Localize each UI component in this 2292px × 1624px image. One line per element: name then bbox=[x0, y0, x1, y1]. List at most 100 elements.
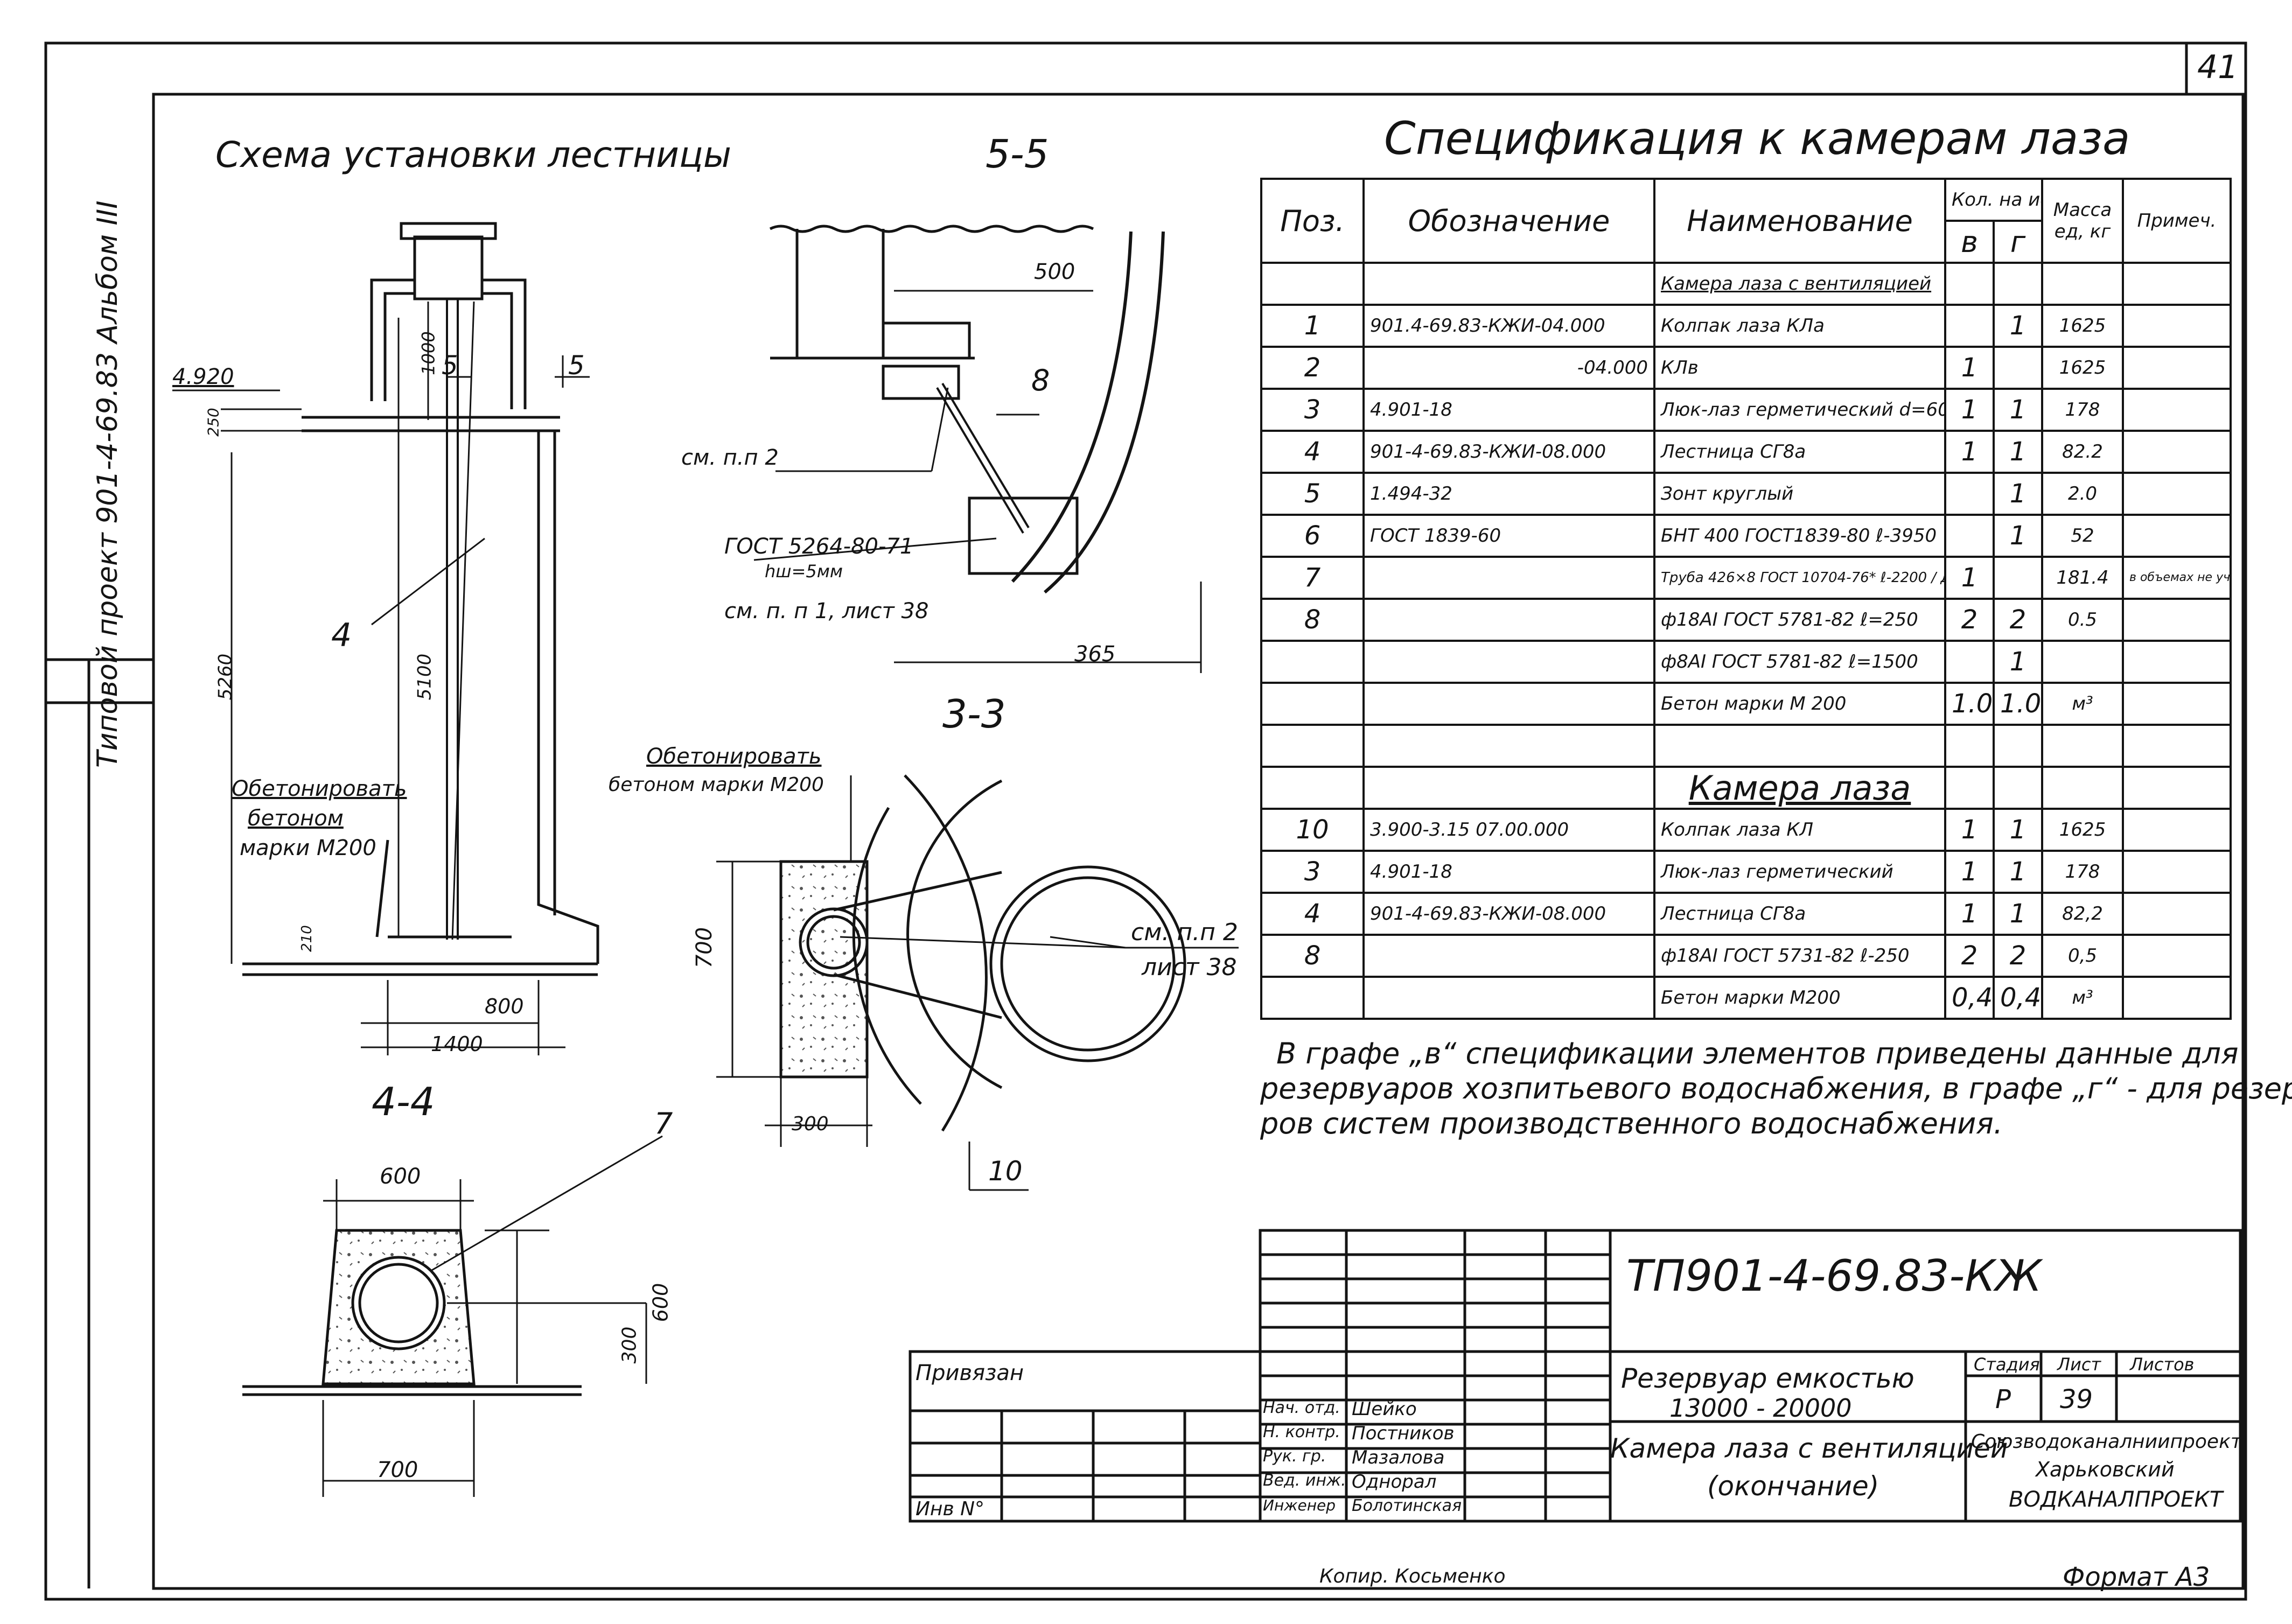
role-2: Н. контр. bbox=[1263, 1423, 1340, 1441]
spec-cell-name: Лестница СГ8а bbox=[1653, 892, 1946, 936]
section-5-5-label-weld: hш=5мм bbox=[765, 561, 843, 582]
scheme-item-label: 4 bbox=[331, 617, 352, 654]
spec-cell-name: ф18АI ГОСТ 5781-82 ℓ=250 bbox=[1653, 598, 1946, 642]
section-3-3-note-line2: бетоном марки М200 bbox=[609, 774, 824, 796]
spec-cell-mass: 1625 bbox=[2041, 808, 2124, 852]
spec-cell-name: ф8АI ГОСТ 5781-82 ℓ=1500 bbox=[1653, 640, 1946, 684]
scheme-level: 4.920 bbox=[172, 365, 234, 389]
scheme-dim-5260: 5260 bbox=[214, 653, 236, 701]
spec-cell-v: 1 bbox=[1944, 850, 1995, 894]
name-4: Однорал bbox=[1352, 1471, 1437, 1493]
scheme-dim-5100: 5100 bbox=[414, 653, 436, 701]
outer-frame bbox=[44, 41, 2247, 1601]
role-5: Инженер bbox=[1263, 1496, 1336, 1514]
spec-cell-des bbox=[1362, 556, 1655, 600]
spec-cell-v bbox=[1944, 640, 1995, 684]
spec-cell-mass: 82.2 bbox=[2041, 430, 2124, 474]
spec-cell-des bbox=[1362, 598, 1655, 642]
section-3-3-label-sheet: лист 38 bbox=[1142, 954, 1237, 981]
scheme-note-line3: марки М200 bbox=[240, 836, 376, 860]
note-line2: резервуаров хозпитьевого водоснабжения, … bbox=[1260, 1072, 2292, 1105]
spec-cell-v: 1 bbox=[1944, 388, 1995, 432]
spec-header-name: Наименование bbox=[1653, 178, 1946, 264]
spec-header-qty-g: г bbox=[1993, 220, 2043, 264]
spec-cell-pos: 3 bbox=[1260, 850, 1365, 894]
spec-cell-pos: 10 bbox=[1260, 808, 1365, 852]
spec-cell-mass: 0.5 bbox=[2041, 598, 2124, 642]
name-1: Шейко bbox=[1352, 1398, 1417, 1420]
spec-cell-g: 1 bbox=[1993, 514, 2043, 558]
spec-cell-g: 1.0 bbox=[1993, 682, 2043, 726]
section-4-4-label-7: 7 bbox=[654, 1107, 673, 1140]
footer-copied: Копир. Косьменко bbox=[1319, 1565, 1506, 1587]
spec-group2-title: Камера лаза bbox=[1653, 766, 1946, 810]
spec-cell-name: Колпак лаза КЛа bbox=[1653, 304, 1946, 348]
section-3-3-label-10: 10 bbox=[988, 1156, 1023, 1187]
section-4-4-dim-bottom: 700 bbox=[377, 1458, 418, 1482]
spec-cell-mass: 181.4 bbox=[2041, 556, 2124, 600]
section-3-3-dim-300: 300 bbox=[792, 1113, 829, 1135]
scheme-dim-210: 210 bbox=[298, 925, 315, 952]
org-line1: Союзводоканалниипроект bbox=[1971, 1431, 2242, 1453]
spec-cell-note bbox=[2122, 514, 2232, 558]
spec-cell-v: 2 bbox=[1944, 934, 1995, 978]
spec-cell-pos bbox=[1260, 682, 1365, 726]
spec-cell-mass: 0,5 bbox=[2041, 934, 2124, 978]
spec-cell-v bbox=[1944, 472, 1995, 516]
spec-empty-row bbox=[1260, 724, 2232, 768]
spec-cell-pos: 7 bbox=[1260, 556, 1365, 600]
spec-row: ф8АI ГОСТ 5781-82 ℓ=1500 1 bbox=[1260, 640, 2232, 684]
section-5-5-label-pp1: см. п. п 1, лист 38 bbox=[724, 599, 929, 624]
spec-cell-v bbox=[1944, 514, 1995, 558]
spec-cell-mass: 1625 bbox=[2041, 346, 2124, 390]
spec-cell-g: 1 bbox=[1993, 850, 2043, 894]
name-5: Болотинская bbox=[1352, 1496, 1462, 1515]
spec-cell-v: 1 bbox=[1944, 346, 1995, 390]
spec-cell-pos: 6 bbox=[1260, 514, 1365, 558]
spec-cell-g: 1 bbox=[1993, 430, 2043, 474]
spec-cell-des bbox=[1362, 976, 1655, 1020]
spec-cell-des: 4.901-18 bbox=[1362, 850, 1655, 894]
scheme-section-mark-right: 5 bbox=[568, 351, 585, 381]
spec-cell-v: 1 bbox=[1944, 430, 1995, 474]
spec-cell-name: Колпак лаза КЛ bbox=[1653, 808, 1946, 852]
section-3-3-drawing bbox=[716, 774, 1239, 1191]
spec-cell-g: 1 bbox=[1993, 640, 2043, 684]
section-5-5-label-8: 8 bbox=[1031, 363, 1050, 397]
spec-cell-des: 901-4-69.83-КЖИ-08.000 bbox=[1362, 430, 1655, 474]
spec-cell-note bbox=[2122, 598, 2232, 642]
spec-cell-name: ф18АI ГОСТ 5731-82 ℓ-250 bbox=[1653, 934, 1946, 978]
spec-cell-g: 1 bbox=[1993, 892, 2043, 936]
spec-cell-v: 2 bbox=[1944, 598, 1995, 642]
spec-cell-note bbox=[2122, 472, 2232, 516]
spec-cell-mass: 52 bbox=[2041, 514, 2124, 558]
title-block-inv: Инв N° bbox=[916, 1498, 985, 1520]
spec-cell-note bbox=[2122, 892, 2232, 936]
spec-group2-title-row: Камера лаза bbox=[1260, 766, 2232, 810]
section-4-4-dim-height: 600 bbox=[648, 1283, 673, 1322]
spec-cell-name: Лестница СГ8а bbox=[1653, 430, 1946, 474]
section-3-3-title: 3-3 bbox=[942, 691, 1006, 737]
stage-value: Р bbox=[1995, 1384, 2011, 1415]
section-5-5-drawing bbox=[753, 225, 1202, 673]
object-line1: Резервуар емкостью bbox=[1621, 1363, 1914, 1394]
spec-cell-pos bbox=[1260, 640, 1365, 684]
sheet-value: 39 bbox=[2060, 1384, 2093, 1415]
note-line3: ров систем производственного водоснабжен… bbox=[1260, 1107, 2003, 1140]
stage-label: Стадия bbox=[1974, 1354, 2040, 1375]
section-5-5-dim-365: 365 bbox=[1074, 642, 1116, 667]
title-block-code: ТП901-4-69.83-КЖ bbox=[1626, 1251, 2042, 1301]
spec-cell-note bbox=[2122, 346, 2232, 390]
spec-cell-note bbox=[2122, 976, 2232, 1020]
spec-cell-mass: м³ bbox=[2041, 976, 2124, 1020]
section-5-5-label-gost: ГОСТ 5264-80-71 bbox=[724, 534, 914, 559]
spec-cell-des bbox=[1362, 682, 1655, 726]
spec-cell-des bbox=[1362, 640, 1655, 684]
